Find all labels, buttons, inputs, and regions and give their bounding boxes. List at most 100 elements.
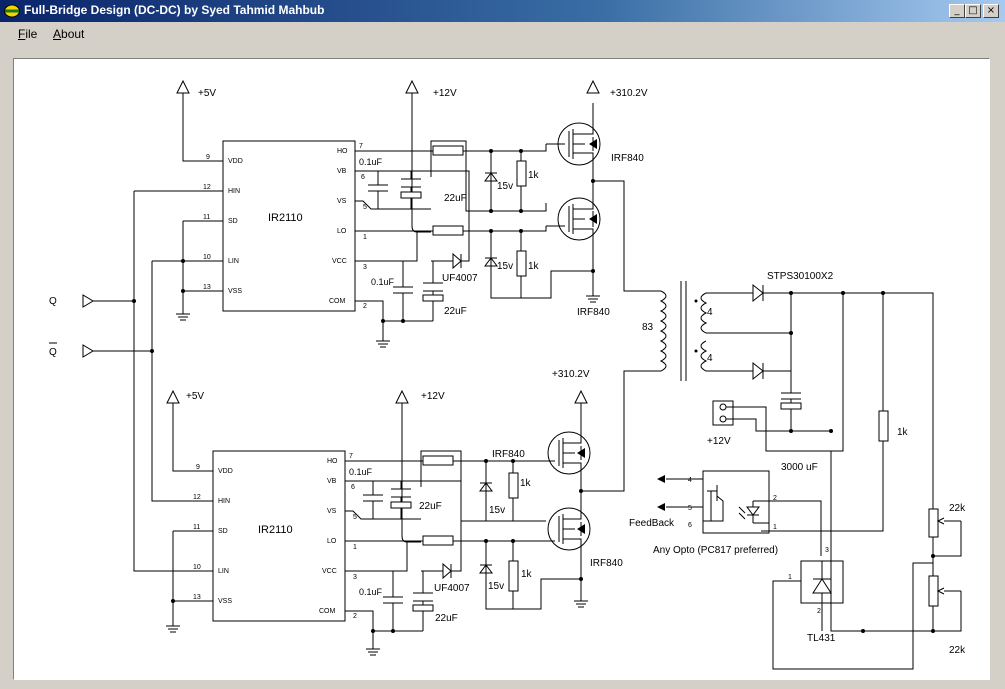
bottom-zener-lo-icon <box>479 564 493 574</box>
pot-top <box>928 508 939 538</box>
top-gnd-com-icon <box>376 321 390 348</box>
inputs-section: Q Q <box>49 191 213 572</box>
top-pinnum-vss: 13 <box>203 284 211 291</box>
top-12v-arrow-icon <box>405 79 419 94</box>
top-zener-lo-label: 15v <box>497 261 513 272</box>
top-pin-ho: HO <box>337 148 348 155</box>
input-junction <box>132 299 136 303</box>
schematic-canvas: IR2110 VDD HIN SD LIN VSS HO VB VS LO VC… <box>13 58 990 680</box>
top-pin-vs: VS <box>337 198 347 205</box>
top-mosfet-hi-diode-icon <box>589 139 597 149</box>
maximize-button[interactable]: □ <box>965 4 981 18</box>
bottom-pinnum-vb: 6 <box>351 484 355 491</box>
bottom-diode-icon <box>442 562 452 580</box>
bottom-res-lo <box>508 560 519 592</box>
bottom-pin-vcc: VCC <box>322 568 337 575</box>
top-vcc-wire <box>355 231 453 262</box>
bottom-zener-lo-label: 15v <box>488 581 504 592</box>
bottom-5v-label: +5V <box>186 391 204 402</box>
bottom-pinnum-vs: 5 <box>353 514 357 521</box>
bottom-zener-hi-label: 15v <box>489 505 505 516</box>
bottom-pin-vb: VB <box>327 478 337 485</box>
bottom-gate-resistor-hi <box>422 455 454 466</box>
schematic-diagram: IR2110 VDD HIN SD LIN VSS HO VB VS LO VC… <box>49 79 966 670</box>
menu-about-accel: A <box>53 27 62 41</box>
close-button[interactable]: × <box>983 4 999 18</box>
output-junction <box>789 291 793 295</box>
output-res-1k-label: 1k <box>897 427 909 438</box>
window-title: Full-Bridge Design (DC-DC) by Syed Tahmi… <box>24 3 325 17</box>
top-mosfet-hi-label: IRF840 <box>611 153 644 164</box>
top-cap-big-top-label: 22uF <box>444 193 467 204</box>
bottom-pinnum-ho: 7 <box>349 453 353 460</box>
bottom-junction <box>511 459 515 463</box>
input-q-label: Q <box>49 296 57 307</box>
top-5v-label: +5V <box>198 88 216 99</box>
bottom-pin-lin: LIN <box>218 568 229 575</box>
bottom-junction <box>579 577 583 581</box>
minimize-button[interactable]: _ <box>949 4 965 18</box>
rectifier-top-diode-icon <box>752 283 764 303</box>
bottom-mosfet-hi-diode-icon <box>577 448 585 458</box>
bottom-mosfet-lo-label: IRF840 <box>590 558 623 569</box>
bottom-12v-label: +12V <box>421 391 445 402</box>
tl431-wires <box>772 562 933 670</box>
top-pin-hin: HIN <box>228 188 240 195</box>
top-vs-return-wire <box>430 140 547 212</box>
transformer-primary-label: 83 <box>642 322 654 333</box>
transformer-dot <box>694 349 698 353</box>
top-ho-wire <box>355 144 547 152</box>
menu-file-accel: F <box>18 27 26 41</box>
output-cap-wire <box>781 333 831 432</box>
bottom-vs-return-wire <box>420 450 546 522</box>
input-junction <box>150 349 154 353</box>
top-zener-lo-icon <box>484 257 498 267</box>
output-rail-wire <box>763 292 934 511</box>
top-junction <box>489 209 493 213</box>
top-pinnum-vs: 5 <box>363 204 367 211</box>
tl431-pin-2: 2 <box>817 608 821 615</box>
top-pinnum-sd: 11 <box>203 214 210 221</box>
bottom-junction <box>171 599 175 603</box>
output-res-1k <box>878 410 889 442</box>
top-junction <box>401 319 405 323</box>
menu-file[interactable]: File <box>18 27 37 41</box>
rectifier-label: STPS30100X2 <box>767 271 834 282</box>
bottom-pinnum-hin: 12 <box>193 494 201 501</box>
bottom-junction <box>511 539 515 543</box>
menu-about-label: bout <box>61 27 85 41</box>
menu-bar: File About <box>0 22 1005 44</box>
transformer-primary-winding <box>659 290 667 372</box>
top-mosfet-lo-body <box>557 197 601 241</box>
tl431-lines <box>813 561 831 603</box>
top-mosfet-lo-diode-icon <box>589 214 597 224</box>
top-cap-big-bot <box>422 294 444 302</box>
top-lo-wire <box>355 226 547 232</box>
menu-about[interactable]: About <box>53 27 84 41</box>
top-pin-lo: LO <box>337 228 347 235</box>
top-pin-lin: LIN <box>228 258 239 265</box>
top-pinnum-lo: 1 <box>363 234 367 241</box>
bottom-res-hi <box>508 472 519 499</box>
top-midpoint-wire <box>593 180 651 292</box>
bottom-pin-sd: SD <box>218 528 228 535</box>
aux-connector <box>712 400 734 426</box>
bottom-ir2110-ic <box>212 450 346 622</box>
bottom-pinnum-sd: 11 <box>193 524 200 531</box>
top-gnd-left-icon <box>176 313 190 321</box>
bottom-cap-small-top-label: 0.1uF <box>349 467 373 477</box>
opto-led-icon <box>746 506 760 516</box>
top-5v-arrow-icon <box>176 79 190 94</box>
input-q-port-icon <box>82 294 94 308</box>
transformer-section: 83 4 4 <box>642 281 791 381</box>
top-junction <box>519 149 523 153</box>
bottom-mosfet-hi-icon <box>546 431 582 475</box>
bottom-mosfet-lo-body <box>547 507 591 551</box>
bottom-pin-vss: VSS <box>218 598 232 605</box>
transformer-secondary-wires <box>706 292 791 372</box>
app-icon[interactable] <box>4 3 20 19</box>
pot-bottom-wire <box>932 591 962 632</box>
bottom-pin-lo: LO <box>327 538 337 545</box>
top-pin-vdd: VDD <box>228 158 243 165</box>
tl431-pin-1: 1 <box>788 574 792 581</box>
